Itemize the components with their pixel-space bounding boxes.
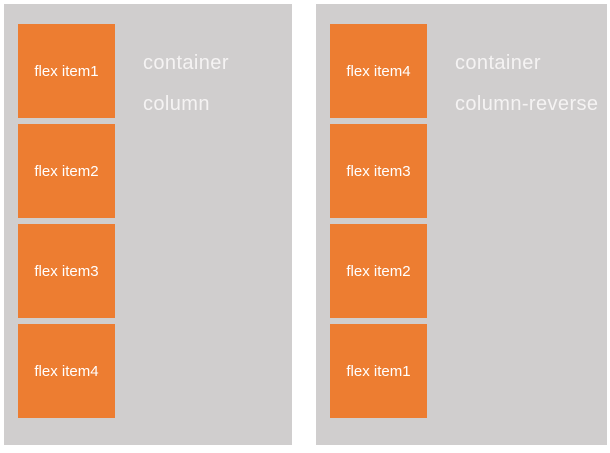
flex-container-column-reverse: flex item4 flex item3 flex item2 flex it… xyxy=(316,4,607,445)
container-labels: container column xyxy=(143,53,229,114)
flex-item: flex item3 xyxy=(18,224,115,318)
flex-item: flex item3 xyxy=(330,124,427,218)
flex-item: flex item2 xyxy=(18,124,115,218)
flex-items-column: flex item1 flex item2 flex item3 flex it… xyxy=(18,24,115,418)
flex-item: flex item1 xyxy=(330,324,427,418)
flex-container-column: flex item1 flex item2 flex item3 flex it… xyxy=(4,4,292,445)
container-label: container xyxy=(143,52,229,74)
flex-item: flex item2 xyxy=(330,224,427,318)
flex-item: flex item4 xyxy=(330,24,427,118)
flex-item: flex item1 xyxy=(18,24,115,118)
container-labels: container column-reverse xyxy=(455,53,598,114)
flex-items-column: flex item4 flex item3 flex item2 flex it… xyxy=(330,24,427,418)
container-label: container xyxy=(455,52,541,74)
flex-item: flex item4 xyxy=(18,324,115,418)
flex-direction-label: column xyxy=(143,93,210,115)
flex-direction-label: column-reverse xyxy=(455,93,599,115)
